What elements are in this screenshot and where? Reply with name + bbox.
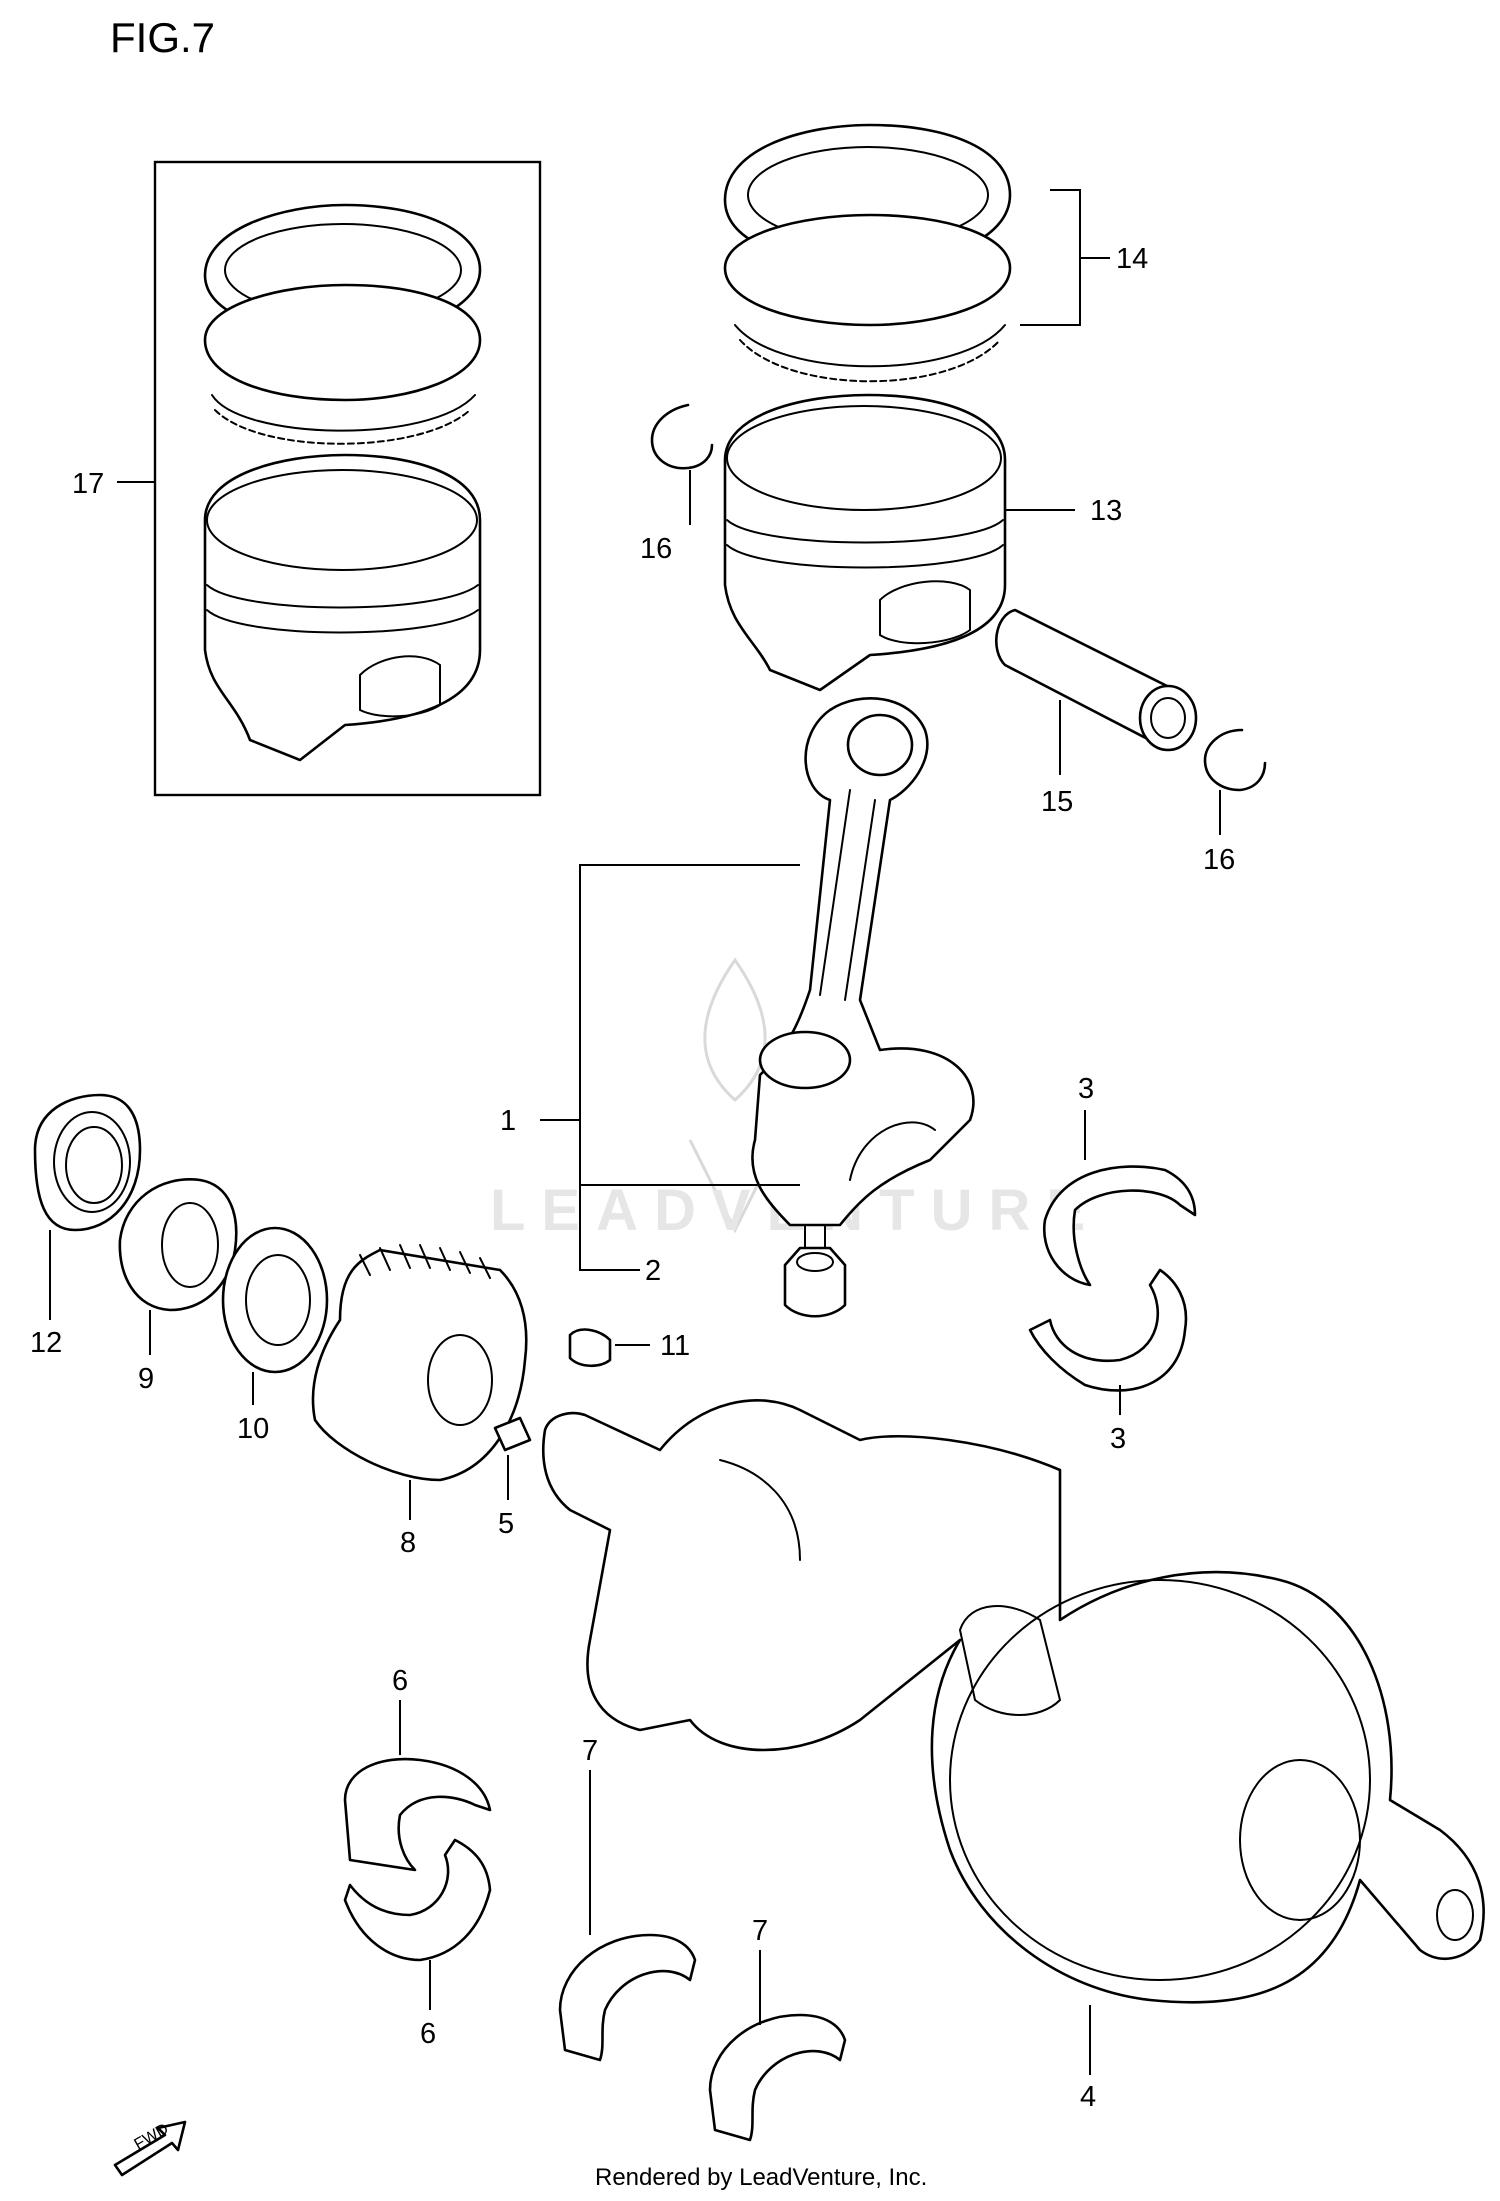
part-6-bearing-lower [343,1838,492,1962]
callout-12: 12 [30,1327,62,1359]
callout-16-lower: 16 [1203,844,1235,876]
callout-1: 1 [500,1105,516,1137]
part-3-bearing-lower [1028,1268,1188,1392]
part-9-bearing [118,1178,238,1312]
part-2-nut [783,1224,847,1318]
part-5-dowel-pin [493,1416,532,1452]
part-17-rings [203,203,482,445]
callout-13: 13 [1090,495,1122,527]
callout-7-left: 7 [582,1735,598,1767]
callout-6-upper: 6 [392,1665,408,1697]
callout-6-lower: 6 [420,2018,436,2050]
leader-lines [49,189,1221,2075]
callout-15: 15 [1041,786,1073,818]
callout-7-right: 7 [752,1915,768,1947]
part-15-piston-pin [995,608,1198,752]
callout-17: 17 [72,468,104,500]
part-6-bearing-upper [343,1757,492,1872]
callout-3-lower: 3 [1110,1423,1126,1455]
part-8-gear [311,1244,528,1482]
part-14-piston-rings [723,123,1012,383]
part-13-piston [723,393,1007,692]
figure-title: FIG.7 [110,14,215,61]
fwd-direction-arrow: FWD [113,2121,187,2177]
part-1-connecting-rod [751,697,975,1227]
part-7-thrust-washer-left [558,1933,697,2062]
part-12-oil-seal [33,1093,142,1232]
part-4-crankshaft [541,1399,1485,2004]
footer-credit: Rendered by LeadVenture, Inc. [595,2164,927,2191]
part-16-circlip-lower [1203,728,1267,792]
part-10-washer [221,1226,329,1374]
callout-11: 11 [660,1330,690,1362]
callout-4: 4 [1080,2081,1096,2113]
callout-16-upper: 16 [640,533,672,565]
part-16-circlip-upper [650,403,714,470]
callout-9: 9 [138,1363,154,1395]
callout-5: 5 [498,1508,514,1540]
callout-3-upper: 3 [1078,1073,1094,1105]
part-17-kit-box [153,160,542,797]
part-7-thrust-washer-right [708,2013,847,2142]
callout-8: 8 [400,1527,416,1559]
part-11-key [568,1328,612,1368]
callout-10: 10 [237,1413,269,1445]
part-17-piston [203,453,482,762]
callout-14: 14 [1116,243,1148,275]
callout-2: 2 [645,1255,661,1287]
part-3-bearing-upper [1042,1165,1197,1287]
